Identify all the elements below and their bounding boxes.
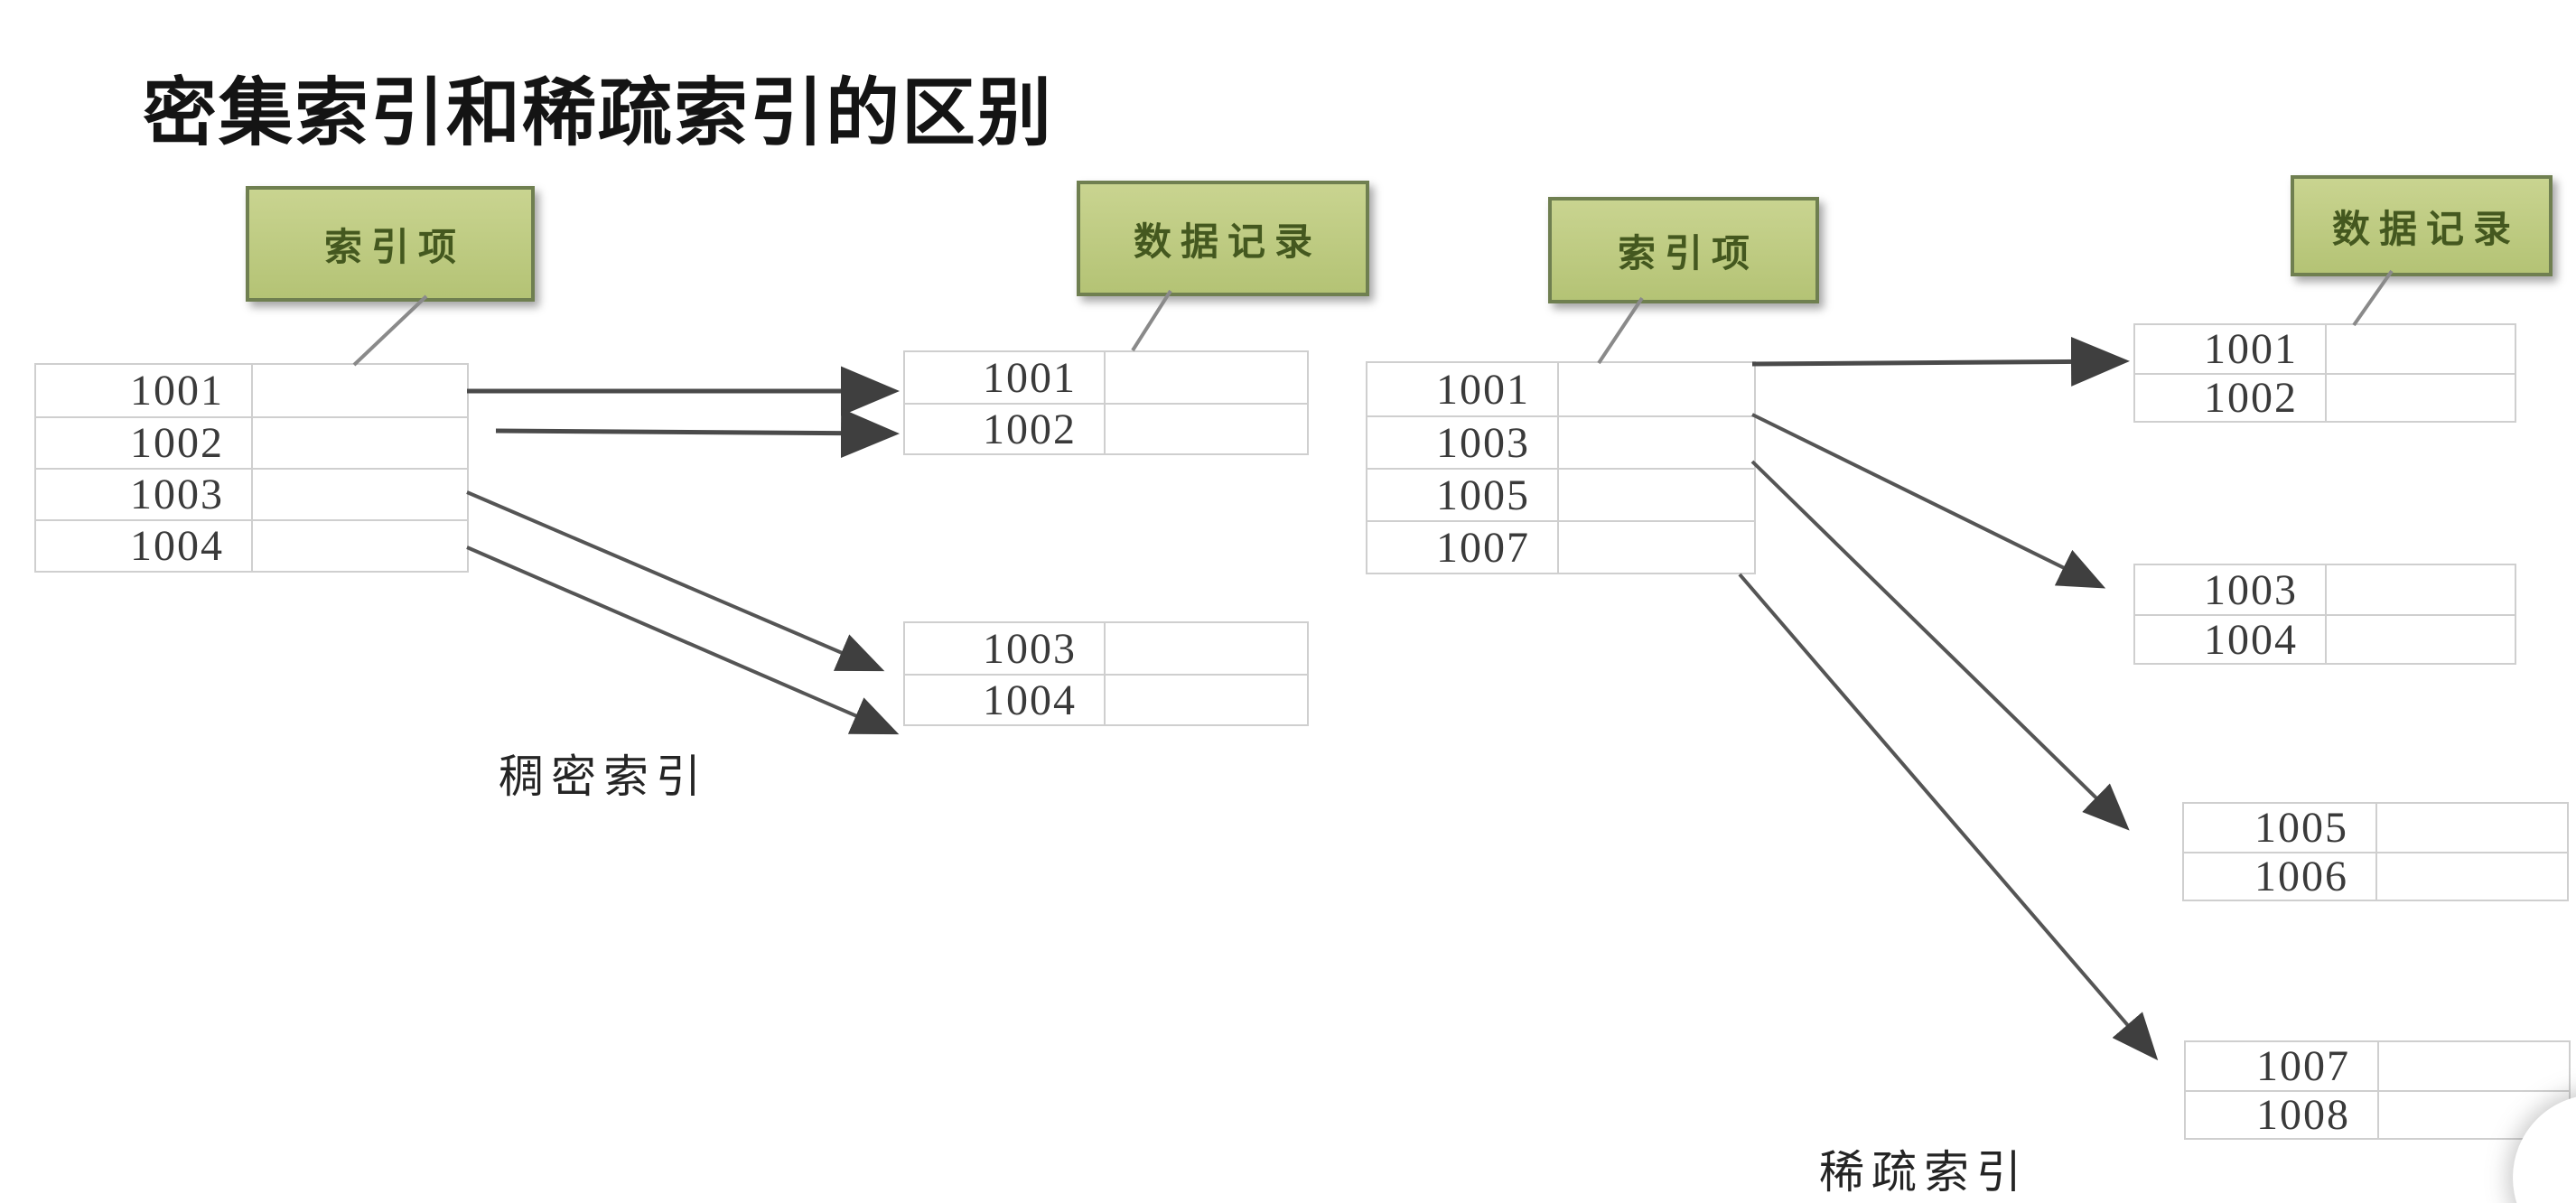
- record-key-cell: 1003: [2135, 565, 2327, 614]
- index-key-cell: 1002: [36, 418, 253, 468]
- record-key-cell: 1003: [905, 623, 1106, 674]
- table-row: 1001: [36, 365, 467, 416]
- index-key-cell: 1001: [36, 365, 253, 416]
- record-key-cell: 1002: [2135, 374, 2327, 422]
- record-key-cell: 1008: [2186, 1091, 2379, 1139]
- index-key-cell: 1004: [36, 521, 253, 571]
- dense-data-record-label-text: 数据记录: [1133, 221, 1321, 264]
- index-key-cell: 1007: [1367, 522, 1559, 573]
- table-row: 1001: [905, 352, 1307, 403]
- record-data-cell: [2377, 853, 2567, 900]
- record-data-cell: [1106, 623, 1307, 674]
- table-row: 1002: [905, 403, 1307, 453]
- sparse-index-entry-label-text: 索引项: [1617, 233, 1759, 275]
- sparse-data-table-4: 1007 1008: [2184, 1040, 2571, 1140]
- record-data-cell: [2327, 325, 2515, 373]
- table-row: 1005: [1367, 468, 1754, 520]
- dense-index-entry-label: 索引项: [246, 186, 535, 302]
- index-key-cell: 1005: [1367, 470, 1559, 520]
- sparse-index-table: 1001 1003 1005 1007: [1366, 361, 1756, 574]
- sparse-index-entry-label: 索引项: [1548, 197, 1819, 303]
- index-pointer-cell: [1559, 363, 1754, 415]
- table-row: 1007: [1367, 520, 1754, 573]
- record-data-cell: [2379, 1042, 2569, 1090]
- sparse-data-table-3: 1005 1006: [2182, 802, 2569, 901]
- dense-data-label-leader-line: [1131, 289, 1172, 352]
- table-row: 1004: [905, 674, 1307, 724]
- table-row: 1002: [2135, 373, 2515, 422]
- table-row: 1003: [1367, 415, 1754, 468]
- record-data-cell: [2327, 375, 2515, 421]
- record-key-cell: 1005: [2184, 804, 2377, 852]
- sparse-data-record-label: 数据记录: [2291, 175, 2553, 276]
- dense-arrow-1004: [466, 546, 900, 735]
- index-pointer-cell: [1559, 522, 1754, 573]
- record-key-cell: 1004: [905, 676, 1106, 724]
- record-data-cell: [2377, 804, 2567, 852]
- record-key-cell: 1004: [2135, 616, 2327, 664]
- sparse-data-table-1: 1001 1002: [2133, 323, 2516, 423]
- record-key-cell: 1002: [905, 405, 1106, 453]
- table-row: 1001: [2135, 325, 2515, 373]
- table-row: 1002: [36, 416, 467, 468]
- index-key-cell: 1003: [1367, 417, 1559, 468]
- index-key-cell: 1003: [36, 470, 253, 519]
- index-pointer-cell: [253, 470, 467, 519]
- sparse-arrow-1007: [1738, 573, 2159, 1061]
- table-row: 1003: [36, 468, 467, 519]
- page-title: 密集索引和稀疏索引的区别: [143, 72, 1054, 154]
- table-row: 1005: [2184, 804, 2567, 852]
- table-row: 1006: [2184, 852, 2567, 900]
- dense-data-table-2: 1003 1004: [903, 621, 1309, 726]
- dense-data-table-1: 1001 1002: [903, 350, 1309, 455]
- index-pointer-cell: [1559, 470, 1754, 520]
- sparse-arrow-1003: [1751, 413, 2106, 589]
- record-data-cell: [1106, 405, 1307, 453]
- table-row: 1001: [1367, 363, 1754, 415]
- record-data-cell: [1106, 352, 1307, 403]
- table-row: 1004: [36, 519, 467, 571]
- index-key-cell: 1001: [1367, 363, 1559, 415]
- dense-caption: 稠密索引: [499, 751, 708, 802]
- table-row: 1003: [2135, 565, 2515, 614]
- index-pointer-cell: [253, 521, 467, 571]
- dense-index-table: 1001 1002 1003 1004: [34, 363, 469, 573]
- index-pointer-cell: [253, 365, 467, 416]
- record-key-cell: 1007: [2186, 1042, 2379, 1090]
- index-pointer-cell: [253, 418, 467, 468]
- table-row: 1008: [2186, 1090, 2569, 1139]
- table-row: 1004: [2135, 614, 2515, 664]
- dense-data-record-label: 数据记录: [1077, 181, 1369, 296]
- dense-index-entry-label-text: 索引项: [323, 227, 465, 269]
- sparse-data-record-label-text: 数据记录: [2331, 209, 2520, 251]
- dense-index-label-leader-line: [352, 294, 428, 367]
- sparse-index-label-leader-line: [1597, 296, 1644, 365]
- dense-arrow-1002: [495, 408, 900, 459]
- sparse-arrow-1005: [1750, 460, 2130, 831]
- sparse-data-label-leader-line: [2352, 269, 2394, 327]
- record-key-cell: 1001: [2135, 325, 2327, 373]
- record-data-cell: [2327, 616, 2515, 663]
- dense-arrow-1003: [466, 490, 885, 672]
- record-data-cell: [1106, 676, 1307, 724]
- record-key-cell: 1006: [2184, 853, 2377, 900]
- table-row: 1007: [2186, 1042, 2569, 1090]
- record-key-cell: 1001: [905, 352, 1106, 403]
- sparse-caption: 稀疏索引: [1819, 1147, 2029, 1198]
- sparse-data-table-2: 1003 1004: [2133, 564, 2516, 665]
- index-pointer-cell: [1559, 417, 1754, 468]
- table-row: 1003: [905, 623, 1307, 674]
- record-data-cell: [2327, 565, 2515, 614]
- sparse-arrow-1001: [1751, 336, 2130, 387]
